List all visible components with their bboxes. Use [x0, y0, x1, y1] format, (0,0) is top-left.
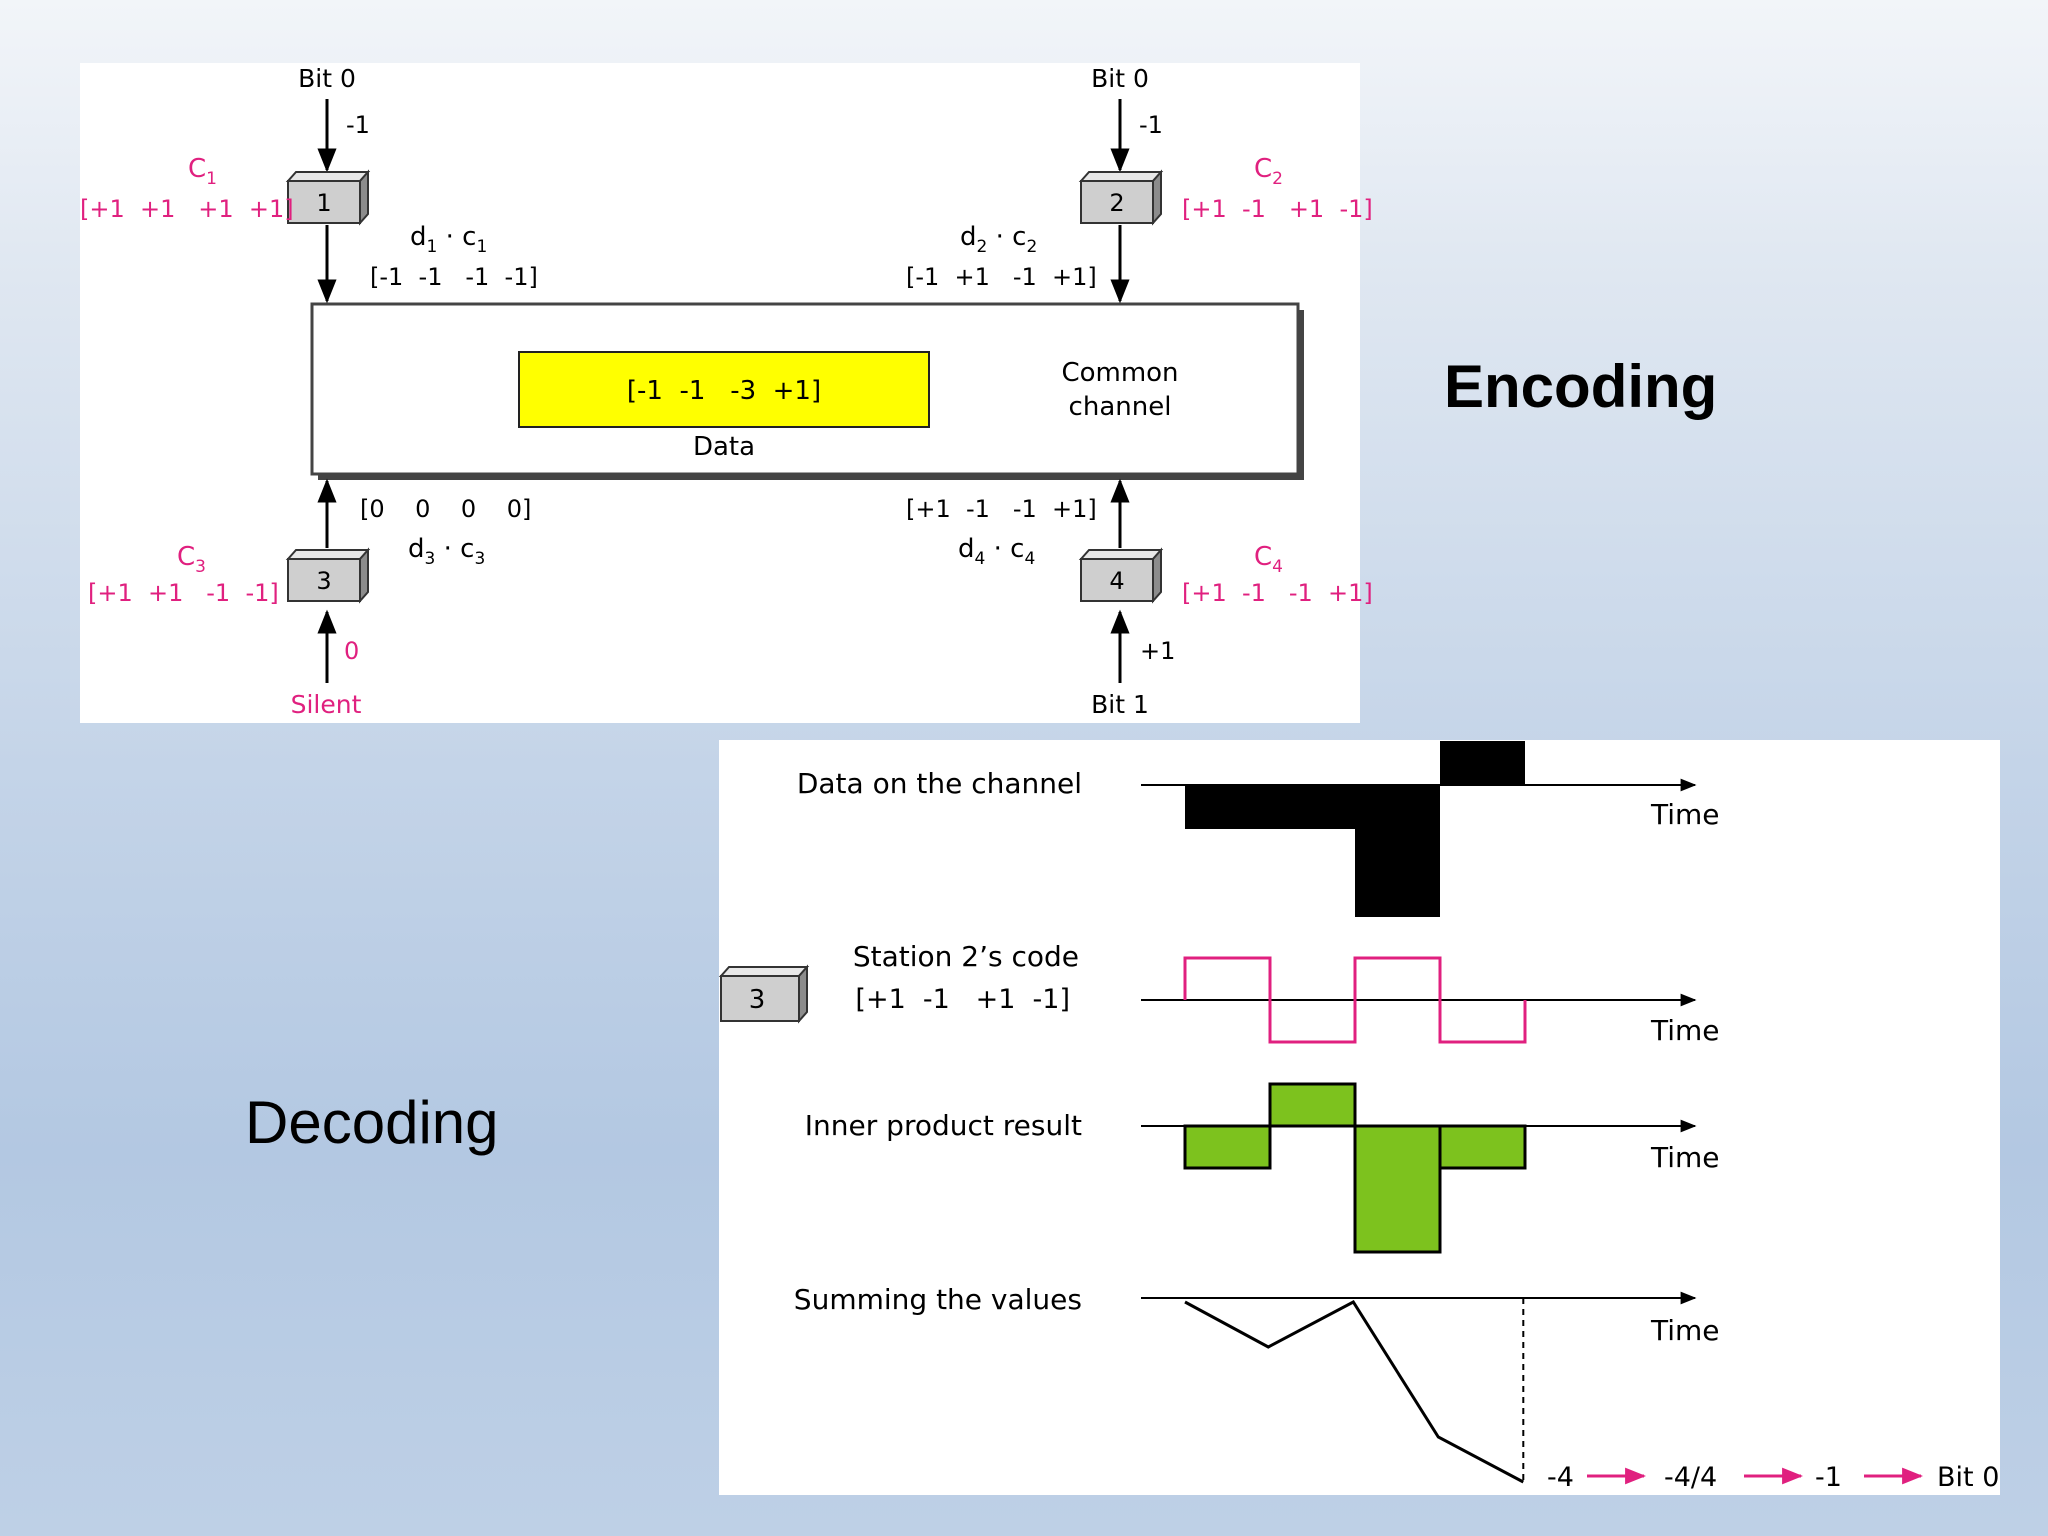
station-4-data-value: +1 [1140, 637, 1175, 665]
time-label-3: Time [1650, 1141, 1720, 1174]
data-on-channel-signal [1185, 741, 1525, 917]
station-4-id: 4 [1109, 567, 1124, 595]
decoding-heading: Decoding [245, 1089, 499, 1156]
row-label-data-on-channel: Data on the channel [797, 767, 1082, 800]
station-4: [+1 -1 -1 +1] d4 · c4 4 C4 [+1 -1 -1 +1]… [906, 478, 1373, 719]
inner-product-bar [1353, 1124, 1442, 1254]
station-1-product: [-1 -1 -1 -1] [370, 263, 538, 291]
channel-bar [1185, 785, 1270, 829]
station-2-box-side [1152, 169, 1162, 226]
station-3-box-top [285, 549, 371, 560]
station-2-bit: Bit 0 [1091, 64, 1149, 93]
channel-data-value: [-1 -1 -3 +1] [627, 376, 821, 406]
common-channel-label-line2: channel [1069, 392, 1172, 422]
inner-product-bar [1438, 1124, 1527, 1170]
station-1-code: [+1 +1 +1 +1] [80, 195, 294, 223]
result-step-sum: -4 [1547, 1462, 1574, 1493]
station-3-product: [0 0 0 0] [360, 495, 531, 523]
decoder-station-box-side [798, 964, 808, 1024]
station-3: [0 0 0 0] d3 · c3 3 C3 [+1 +1 -1 -1] 0 S… [88, 478, 531, 719]
encoding-diagram: [-1 -1 -3 +1] Data Common channel Bit 0 … [80, 63, 1373, 723]
station-1-box [287, 180, 361, 224]
result-step-value: -1 [1815, 1462, 1842, 1493]
station-3-bit: Silent [291, 690, 362, 719]
decoder-station-id: 3 [749, 985, 766, 1015]
station-1-code-name: C1 [188, 154, 217, 189]
station-3-box-side [359, 547, 369, 604]
station-4-box-side [1152, 547, 1162, 604]
station-4-product-label: d4 · c4 [958, 534, 1035, 569]
station-3-code-name: C3 [177, 542, 206, 577]
station-3-code: [+1 +1 -1 -1] [88, 579, 279, 607]
station-2-data-value: -1 [1139, 111, 1163, 139]
station-1-product-label: d1 · c1 [410, 222, 487, 257]
station-code-signal [1183, 956, 1527, 1044]
station-4-product: [+1 -1 -1 +1] [906, 495, 1097, 523]
station-2: Bit 0 -1 2 C2 [+1 -1 +1 -1] d2 · c2 [-1 … [906, 64, 1373, 304]
station-2-box-top [1078, 171, 1164, 182]
inner-product-bar [1268, 1082, 1357, 1128]
code-waveform [1183, 956, 1527, 1044]
encoding-heading: Encoding [1444, 353, 1718, 420]
channel-data-box [518, 351, 930, 428]
station-1-box-side [359, 169, 369, 226]
station-4-bit: Bit 1 [1091, 690, 1149, 719]
time-label-2: Time [1650, 1014, 1720, 1047]
data-label: Data [693, 432, 755, 462]
row-label-summing: Summing the values [794, 1283, 1082, 1316]
inner-product-bar [1183, 1124, 1272, 1170]
station-2-product: [-1 +1 -1 +1] [906, 263, 1097, 291]
channel-bar [1270, 785, 1355, 829]
station-2-id: 2 [1109, 189, 1124, 217]
decoding-diagram: 3 Data on the channel Station 2’s code [… [718, 740, 2000, 1495]
row-label-station-code: Station 2’s code [853, 940, 1079, 973]
result-chain: -4 -4/4 -1 Bit 0 [1547, 1462, 1999, 1493]
channel-bar [1355, 785, 1440, 917]
station-3-data-value: 0 [344, 637, 359, 665]
station-4-code: [+1 -1 -1 +1] [1182, 579, 1373, 607]
station-1: Bit 0 -1 1 C1 [+1 +1 +1 +1] d1 · c1 [-1 … [80, 64, 538, 304]
decoder-station-box [720, 975, 800, 1022]
inner-product-signal [1183, 1082, 1527, 1254]
station-2-code-name: C2 [1254, 154, 1283, 189]
station-1-box-top [285, 171, 371, 182]
row-code-value: [+1 -1 +1 -1] [855, 984, 1070, 1015]
station-2-box [1080, 180, 1154, 224]
decoder-station-box-top [718, 966, 810, 977]
result-step-divide: -4/4 [1664, 1462, 1717, 1493]
station-1-id: 1 [316, 189, 331, 217]
station-4-box-top [1078, 549, 1164, 560]
station-3-box [287, 558, 361, 602]
summing-signal [1184, 1298, 1525, 1484]
station-3-product-label: d3 · c3 [408, 534, 485, 569]
station-2-product-label: d2 · c2 [960, 222, 1037, 257]
station-2-code: [+1 -1 +1 -1] [1182, 195, 1373, 223]
station-1-data-value: -1 [346, 111, 370, 139]
station-3-id: 3 [316, 567, 331, 595]
common-channel-label-line1: Common [1061, 358, 1178, 388]
result-step-bit: Bit 0 [1937, 1462, 1999, 1493]
time-label-4: Time [1650, 1314, 1720, 1347]
channel-bar [1440, 741, 1525, 785]
sum-line [1184, 1300, 1525, 1484]
station-1-bit: Bit 0 [298, 64, 356, 93]
station-4-code-name: C4 [1254, 542, 1283, 577]
row-label-inner-product: Inner product result [805, 1109, 1082, 1142]
station-4-box [1080, 558, 1154, 602]
time-label-1: Time [1650, 798, 1720, 831]
